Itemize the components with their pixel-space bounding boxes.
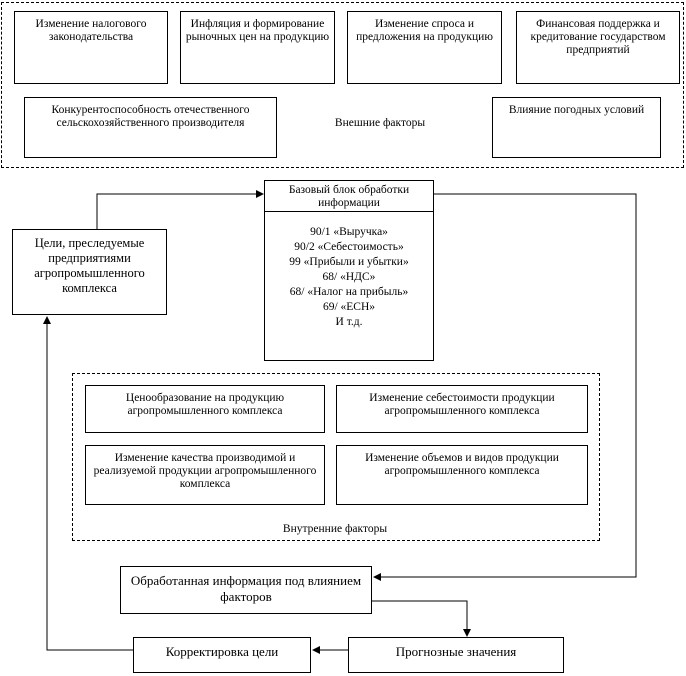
arrow-processed-to-forecast xyxy=(372,600,471,637)
goal-correction-text: Корректировка цели xyxy=(165,644,279,659)
external-factor-weather-text: Влияние погодных условий xyxy=(508,104,645,116)
external-factor-demand-supply-text: Изменение спроса и предложения на продук… xyxy=(356,18,493,43)
external-factors-label: Внешние факторы xyxy=(334,117,426,129)
account-line: 90/1 «Выручка» xyxy=(310,226,388,238)
arrow-base-to-processed xyxy=(373,193,637,581)
goal-correction-box: Корректировка цели xyxy=(133,637,311,673)
account-line: И т.д. xyxy=(335,316,363,328)
internal-factor-pricing-text: Ценообразование на продукцию агропромышл… xyxy=(125,392,285,417)
processed-info-box: Обработанная информация под влиянием фак… xyxy=(120,566,372,614)
internal-factors-group xyxy=(72,373,600,541)
forecast-box: Прогнозные значения xyxy=(348,637,564,673)
external-factor-inflation: Инфляция и формирование рыночных цен на … xyxy=(180,11,335,84)
internal-factor-quality: Изменение качества производимой и реализ… xyxy=(85,445,325,505)
goals-box: Цели, преследуемые предприятиями агропро… xyxy=(12,229,167,315)
internal-factor-volume-text: Изменение объемов и видов продукции агро… xyxy=(365,452,559,477)
account-line: 69/ «ЕСН» xyxy=(322,301,376,313)
external-factor-inflation-text: Инфляция и формирование рыночных цен на … xyxy=(185,18,330,43)
internal-factor-pricing: Ценообразование на продукцию агропромышл… xyxy=(85,385,325,433)
account-line: 68/ «Налог на прибыль» xyxy=(289,286,409,298)
external-factor-weather: Влияние погодных условий xyxy=(492,97,661,158)
base-processing-block: Базовый блок обработки информации 90/1 «… xyxy=(264,180,434,361)
external-factor-competitiveness: Конкурентоспособность отечественного сел… xyxy=(24,97,277,158)
internal-factors-label: Внутренние факторы xyxy=(282,523,388,535)
external-factor-tax-law-text: Изменение налогового законодательства xyxy=(35,18,147,43)
account-line: 68/ «НДС» xyxy=(322,271,376,283)
internal-factor-cost-text: Изменение себестоимости продукции агропр… xyxy=(369,392,555,417)
arrow-correction-to-goals xyxy=(43,316,133,651)
arrow-goals-to-base xyxy=(96,190,264,229)
external-factor-state-support: Финансовая поддержка и кредитование госу… xyxy=(516,11,680,84)
internal-factor-volume: Изменение объемов и видов продукции агро… xyxy=(336,445,588,505)
external-factor-tax-law: Изменение налогового законодательства xyxy=(14,11,168,84)
external-factors-group xyxy=(1,2,684,168)
internal-factor-cost: Изменение себестоимости продукции агропр… xyxy=(336,385,588,433)
base-block-accounts: 90/1 «Выручка» 90/2 «Себестоимость» 99 «… xyxy=(265,225,433,330)
account-line: 99 «Прибыли и убытки» xyxy=(289,256,409,268)
external-factor-state-support-text: Финансовая поддержка и кредитование госу… xyxy=(530,18,666,56)
external-factor-competitiveness-text: Конкурентоспособность отечественного сел… xyxy=(51,104,250,129)
goals-text: Цели, преследуемые предприятиями агропро… xyxy=(34,236,145,295)
account-line: 90/2 «Себестоимость» xyxy=(294,241,404,253)
processed-info-text: Обработанная информация под влиянием фак… xyxy=(130,573,362,604)
external-factor-demand-supply: Изменение спроса и предложения на продук… xyxy=(347,11,502,84)
base-block-title: Базовый блок обработки информации xyxy=(265,181,433,212)
forecast-text: Прогнозные значения xyxy=(395,644,517,659)
internal-factor-quality-text: Изменение качества производимой и реализ… xyxy=(93,452,317,490)
